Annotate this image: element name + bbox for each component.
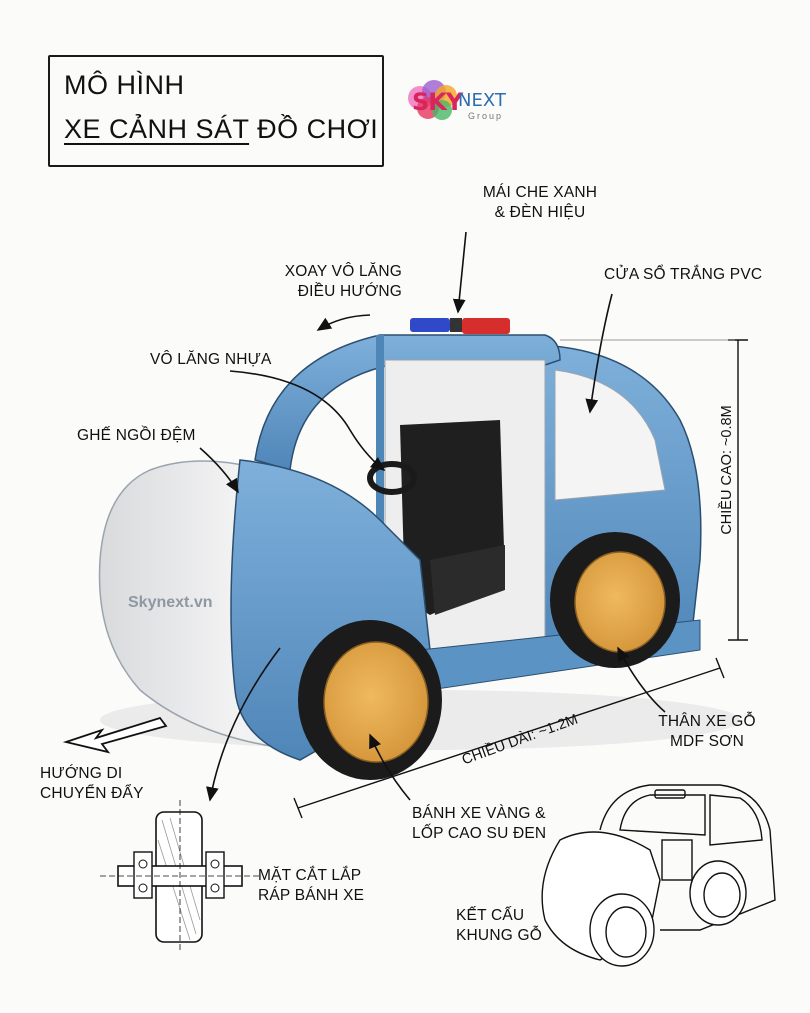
- skynext-logo: SKY NEXT Group: [398, 74, 538, 130]
- label-steer-line2: ĐIỀU HƯỚNG: [297, 283, 402, 300]
- logo-text-group: Group: [468, 111, 504, 121]
- label-frame-line1: KẾT CẤU: [456, 907, 525, 924]
- wheel-section-icon: [100, 800, 260, 952]
- label-frame-line2: KHUNG GỖ: [456, 927, 542, 944]
- label-steer-rotate: XOAY VÔ LĂNG ĐIỀU HƯỚNG: [262, 262, 402, 302]
- arrow-icon: [199, 447, 239, 494]
- siren-blue: [410, 318, 450, 332]
- label-frame: KẾT CẤU KHUNG GỖ: [456, 906, 542, 946]
- label-window: CỬA SỔ TRẮNG PVC: [604, 266, 763, 283]
- seat-cushion: [430, 545, 505, 615]
- title-line-1: MÔ HÌNH: [64, 70, 185, 100]
- siren-red: [462, 318, 510, 334]
- label-canopy-line1: MÁI CHE XANH: [482, 184, 598, 201]
- arrow-icon: [369, 733, 411, 801]
- rear-window: [554, 369, 666, 501]
- label-seat: GHẾ NGỒI ĐỆM: [77, 427, 196, 444]
- label-canopy: MÁI CHE XANH & ĐÈN HIỆU: [480, 183, 600, 223]
- title-rest: ĐỒ CHƠI: [249, 114, 379, 144]
- label-canopy-line2: & ĐÈN HIỆU: [494, 204, 586, 221]
- rear-rim: [574, 551, 666, 653]
- label-wheels: BÁNH XE VÀNG & LỐP CAO SU ĐEN: [412, 804, 546, 844]
- logo-text-sky: SKY: [412, 88, 463, 116]
- label-wheels-line1: BÁNH XE VÀNG &: [412, 805, 546, 822]
- label-section-line1: MẶT CẮT LẮP: [258, 867, 362, 884]
- label-steer-line1: XOAY VÔ LĂNG: [284, 263, 402, 280]
- title-underlined: XE CẢNH SÁT: [64, 114, 250, 144]
- label-section: MẶT CẮT LẮP RÁP BÁNH XE: [258, 866, 364, 906]
- title-line-2: XE CẢNH SÁT ĐỒ CHƠI: [64, 114, 378, 145]
- logo-balloons-icon: [408, 80, 457, 120]
- logo-text-next: NEXT: [458, 90, 506, 111]
- arrow-icon: [206, 647, 281, 802]
- arrow-icon: [452, 231, 467, 314]
- label-height: CHIỀU CAO: ~0.8M: [719, 405, 735, 535]
- label-body: THÂN XE GỖ MDF SƠN: [652, 712, 762, 752]
- push-direction-arrow-icon: [62, 716, 168, 754]
- label-steering-wheel: VÔ LĂNG NHỰA: [150, 351, 272, 368]
- label-direction-line2: CHUYỂN ĐẨY: [40, 785, 144, 802]
- label-section-line2: RÁP BÁNH XE: [258, 887, 365, 904]
- label-direction-line1: HƯỚNG DI: [40, 765, 123, 782]
- car-sketch-icon: [541, 784, 776, 967]
- steering-wheel-icon: [367, 461, 417, 495]
- label-body-line2: MDF SƠN: [669, 733, 745, 750]
- arrow-icon: [617, 646, 666, 713]
- label-direction: HƯỚNG DI CHUYỂN ĐẨY: [40, 764, 144, 804]
- title-frame: [48, 55, 384, 167]
- arrow-icon: [585, 293, 613, 414]
- label-wheels-line2: LỐP CAO SU ĐEN: [412, 825, 547, 842]
- front-rim: [323, 641, 429, 763]
- watermark-text: Skynext.vn: [128, 594, 213, 611]
- arrow-icon: [229, 370, 386, 471]
- label-body-line1: THÂN XE GỖ: [658, 713, 756, 730]
- arrow-icon: [316, 314, 371, 331]
- siren-middle: [450, 318, 462, 332]
- length-dimension-line: [297, 667, 721, 809]
- roof-frame: [254, 334, 561, 471]
